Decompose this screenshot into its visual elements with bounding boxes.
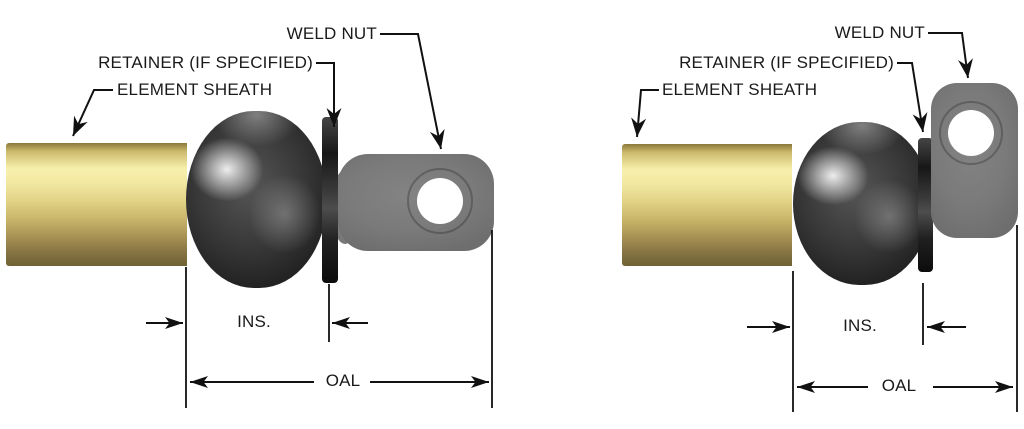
retainer-washer [918, 138, 933, 272]
insulator-bead [186, 111, 327, 288]
dimension-label-oal: OAL [325, 371, 361, 390]
callout-weld-nut: WELD NUT [834, 23, 925, 42]
dimension-label-oal: OAL [881, 376, 917, 395]
callout-retainer: RETAINER (IF SPECIFIED) [98, 53, 313, 72]
weld-nut-hole-chamfer [939, 101, 1003, 165]
callout-retainer: RETAINER (IF SPECIFIED) [679, 53, 894, 72]
callout-weld-nut: WELD NUT [286, 24, 377, 43]
callout-element-sheath: ELEMENT SHEATH [117, 80, 273, 99]
element-sheath [6, 143, 187, 266]
retainer-washer [322, 117, 338, 283]
dimension-label-ins: INS. [237, 312, 271, 331]
callout-element-sheath: ELEMENT SHEATH [662, 80, 818, 99]
weld-nut-hole-chamfer [407, 168, 473, 234]
weld-nut-hole [417, 178, 463, 224]
dimension-label-ins: INS. [843, 316, 877, 335]
insulator-bead [793, 122, 931, 285]
element-sheath [622, 144, 792, 266]
weld-nut-hole [948, 110, 994, 156]
